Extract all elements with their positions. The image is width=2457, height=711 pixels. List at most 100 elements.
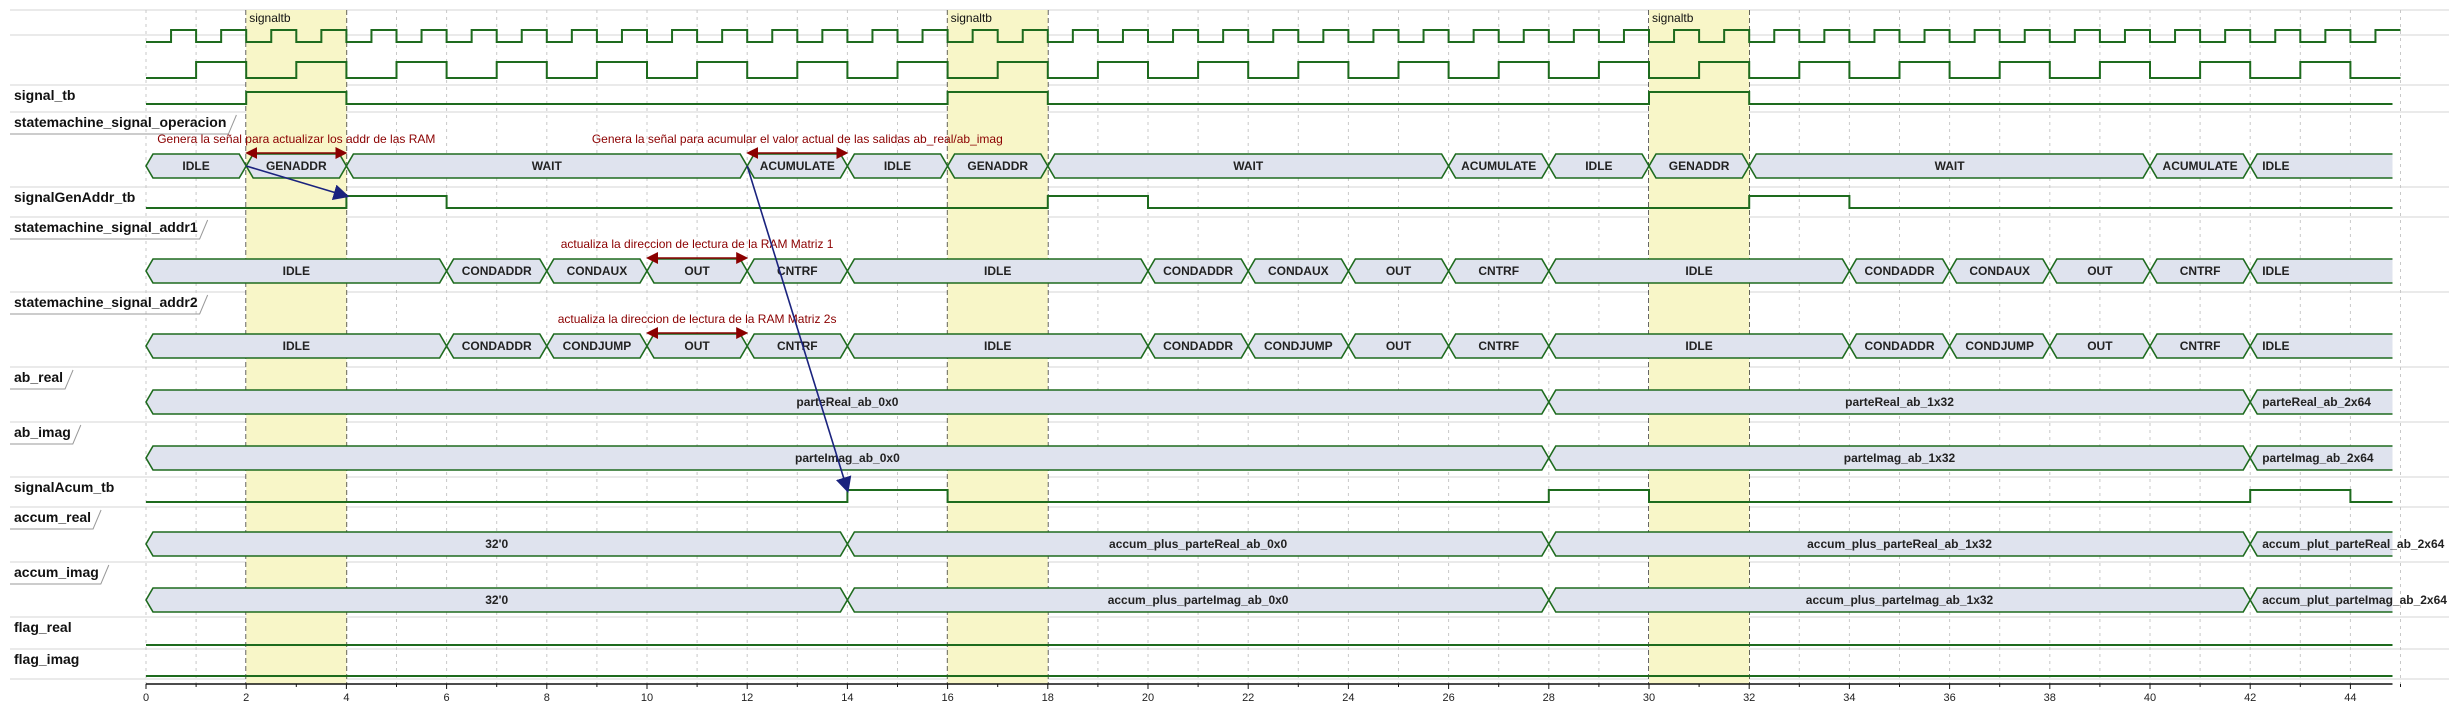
marker-label: signaltb (249, 11, 291, 25)
bus-value: OUT (2087, 264, 2113, 278)
bus-value: CONDADDR (462, 339, 532, 353)
waveform-clk2 (146, 61, 2401, 79)
bus-segment-fill (1749, 154, 2150, 178)
bus-segment-fill (546, 259, 647, 283)
time-tick-label: 18 (1042, 692, 1054, 704)
waveform-signal_tb (146, 91, 2393, 105)
time-tick-label: 24 (1342, 692, 1354, 704)
label-frame (10, 219, 209, 240)
bus-segment-fill (2250, 588, 2393, 612)
bus-value: IDLE (182, 159, 209, 173)
bus-value: CONDJUMP (1965, 339, 2034, 353)
bus-segment-outline (2249, 445, 2393, 471)
bus-segment-fill (747, 154, 848, 178)
bus-segment-fill (1548, 446, 2251, 470)
bus-value: 32'0 (485, 537, 508, 551)
bus-value: GENADDR (1669, 159, 1730, 173)
bus-value: accum_plus_parteReal_ab_1x32 (1807, 537, 1992, 551)
bus-segment-fill (246, 154, 347, 178)
time-tick-label: 14 (841, 692, 853, 704)
bus-segment-fill (2250, 259, 2393, 283)
bus-value: IDLE (283, 339, 310, 353)
signal-label: statemachine_signal_operacion (14, 114, 226, 130)
bus-segment-fill (847, 532, 1549, 556)
bus-value: OUT (684, 264, 710, 278)
label-frame (10, 369, 74, 390)
bus-segment-fill (647, 334, 748, 358)
bus-segment-fill (446, 259, 547, 283)
bus-value: ACUMULATE (2163, 159, 2238, 173)
time-tick-label: 22 (1242, 692, 1254, 704)
bus-segment-fill (2250, 334, 2393, 358)
bus-value: CNTRF (1478, 339, 1519, 353)
signal-label: ab_imag (14, 424, 71, 440)
bus-value: accum_plut_parteReal_ab_2x64 (2262, 537, 2444, 551)
waveform-clk1 (146, 29, 2401, 43)
bus-value: IDLE (2262, 159, 2289, 173)
label-frame (10, 509, 102, 530)
bus-segment-fill (1548, 390, 2251, 414)
bus-segment-fill (1548, 259, 1850, 283)
time-tick-label: 40 (2144, 692, 2156, 704)
bus-value: WAIT (532, 159, 563, 173)
bus-segment-fill (1949, 259, 2050, 283)
bus-value: CONDAUX (567, 264, 628, 278)
bus-segment-fill (1548, 588, 2251, 612)
time-tick-label: 10 (641, 692, 653, 704)
time-tick-label: 32 (1743, 692, 1755, 704)
time-tick-label: 20 (1142, 692, 1154, 704)
bus-value: IDLE (1685, 339, 1712, 353)
bus-value: OUT (684, 339, 710, 353)
time-tick-label: 0 (143, 692, 149, 704)
bus-value: IDLE (283, 264, 310, 278)
bus-segment-fill (1949, 334, 2050, 358)
bus-segment-fill (146, 154, 247, 178)
waveform-signalGenAddr_tb (146, 195, 2393, 209)
bus-value: WAIT (1233, 159, 1264, 173)
bus-segment-fill (146, 532, 848, 556)
bus-segment-fill (1148, 334, 1249, 358)
marker-label: signaltb (951, 11, 993, 25)
bus-value: parteImag_ab_1x32 (1844, 451, 1956, 465)
bus-segment-fill (1248, 259, 1349, 283)
time-tick-label: 4 (343, 692, 349, 704)
signal-label: accum_real (14, 509, 91, 525)
bus-segment-fill (1348, 259, 1449, 283)
bus-segment-fill (446, 334, 547, 358)
bus-segment-fill (146, 588, 848, 612)
bus-segment-fill (747, 334, 848, 358)
signal-label: statemachine_signal_addr2 (14, 294, 198, 310)
bus-value: parteReal_ab_2x64 (2262, 395, 2371, 409)
bus-segment-fill (2250, 154, 2393, 178)
bus-value: accum_plus_parteReal_ab_0x0 (1109, 537, 1287, 551)
bus-value: accum_plut_parteImag_ab_2x64 (2262, 593, 2447, 607)
label-frame (10, 564, 110, 585)
marker-label: signaltb (1652, 11, 1694, 25)
bus-segment-outline (2249, 258, 2393, 284)
bus-segment-fill (346, 154, 748, 178)
bus-segment-outline (2249, 153, 2393, 179)
bus-value: CONDJUMP (563, 339, 632, 353)
bus-value: CNTRF (2180, 339, 2221, 353)
bus-segment-fill (146, 446, 1549, 470)
signal-label: ab_real (14, 369, 63, 385)
bus-segment-outline (2249, 531, 2393, 557)
annotation-text: actualiza la direccion de lectura de la … (558, 312, 837, 326)
bus-segment-fill (1448, 154, 1549, 178)
signal-label: accum_imag (14, 564, 99, 580)
bus-segment-outline (2249, 333, 2393, 359)
bus-segment-fill (1649, 154, 1750, 178)
bus-value: WAIT (1935, 159, 1966, 173)
bus-segment-fill (146, 334, 447, 358)
bus-value: OUT (1386, 264, 1412, 278)
bus-segment-fill (2150, 334, 2251, 358)
bus-value: IDLE (984, 264, 1011, 278)
time-tick-label: 38 (2044, 692, 2056, 704)
bus-segment-fill (747, 259, 848, 283)
bus-segment-fill (847, 588, 1549, 612)
time-tick-label: 44 (2344, 692, 2356, 704)
signal-label: signalAcum_tb (14, 479, 114, 495)
bus-value: CNTRF (777, 264, 818, 278)
bus-value: accum_plus_parteImag_ab_0x0 (1108, 593, 1289, 607)
bus-value: 32'0 (485, 593, 508, 607)
